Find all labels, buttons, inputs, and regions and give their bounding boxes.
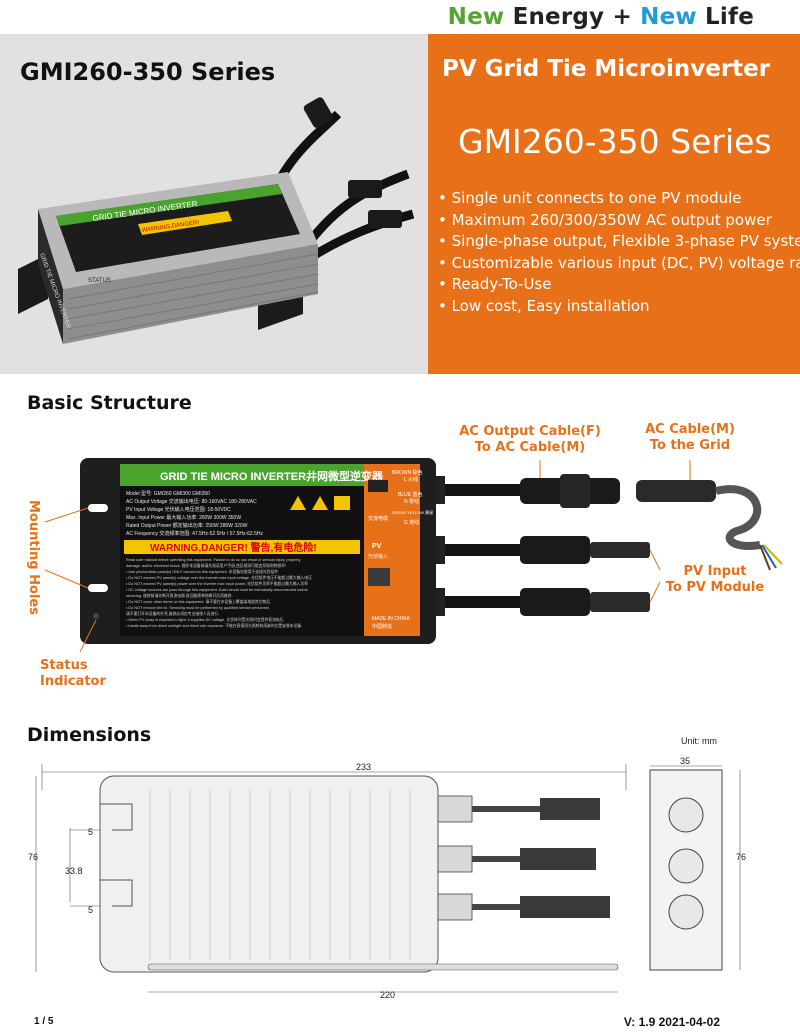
panel-n: N 零线 <box>404 498 419 505</box>
header-tagline: New Energy + New Life <box>448 4 754 30</box>
feature-list: Single unit connects to one PV module Ma… <box>438 188 800 318</box>
feature-item: Low cost, Easy installation <box>438 296 800 318</box>
panel-warn-line: Read user manual before operating this e… <box>126 558 301 562</box>
hero-model-name: GMI260-350 Series <box>458 122 772 161</box>
feature-item: Single-phase output, Flexible 3-phase PV… <box>438 231 800 253</box>
structure-title: Basic Structure <box>27 392 192 414</box>
panel-warn-line: • Do NOT exceed PV panel(s) voltage over… <box>126 575 312 580</box>
label-ac-output: AC Output Cable(F) To AC Cable(M) <box>450 424 610 456</box>
panel-ac-voltage: AC Output Voltage 交流输出电压: 80-160VAC 180-… <box>126 498 257 505</box>
dim-depth: 35 <box>680 756 690 766</box>
panel-pv-cn: 光伏输入 <box>368 553 388 560</box>
tagline-new-2: New <box>640 4 697 30</box>
product-photo: GRID TIE MICRO INVERTER WARNING,DANGER! … <box>18 97 415 344</box>
dim-length: 233 <box>356 762 371 772</box>
panel-warn-line: • Do NOT remove the lid. Servicing must … <box>126 606 270 610</box>
dim-height: 76 <box>28 852 38 862</box>
feature-item: Customizable various input (DC, PV) volt… <box>438 253 800 275</box>
feature-item: Ready-To-Use <box>438 274 800 296</box>
panel-ac-cn: 交流电缆 <box>368 515 388 522</box>
panel-blue: BLUE 蓝色 <box>398 491 422 498</box>
label-status-indicator: Status Indicator <box>40 658 106 689</box>
panel-warn-line: • DC voltage sources are pass through th… <box>126 588 308 592</box>
panel-warn-line: • Install away from direct sunlight and … <box>126 623 302 628</box>
tagline-life: Life <box>696 4 754 30</box>
panel-g: G 地线 <box>404 519 419 526</box>
label-pv-input: PV Input To PV Module <box>660 564 770 596</box>
feature-item: Maximum 260/300/350W AC output power <box>438 210 800 232</box>
label-ac-cable-line1: AC Cable(M) <box>645 422 735 437</box>
label-ac-output-line1: AC Output Cable(F) <box>459 424 601 439</box>
hero-right-title: PV Grid Tie Microinverter <box>442 56 771 82</box>
hero-right-panel: PV Grid Tie Microinverter GMI260-350 Ser… <box>428 34 800 374</box>
hero-left-title: GMI260-350 Series <box>20 58 276 86</box>
panel-max-power: Max. Input Power 最大输入功率: 260W 300W 350W <box>126 514 241 521</box>
panel-pv: PV <box>372 543 382 550</box>
feature-item: Single unit connects to one PV module <box>438 188 800 210</box>
product-status-label: STATUS <box>88 278 111 284</box>
label-ac-output-line2: To AC Cable(M) <box>474 440 586 455</box>
panel-made-in-china: MADE IN CHINA <box>372 616 410 622</box>
panel-model: Model 型号: GMI260 GMI300 GMI350 <box>126 490 210 497</box>
label-mounting-holes: Mounting Holes <box>26 500 41 615</box>
dim-spacing: 33.8 <box>65 866 83 876</box>
panel-warn-line: • When PV array is exposed to light, it … <box>126 617 285 622</box>
panel-title: GRID TIE MICRO INVERTER井网微型逆变器 <box>160 469 384 483</box>
panel-warn-line: • Do NOT cover other items on this equip… <box>126 599 271 604</box>
hero-left-panel: GMI260-350 Series <box>0 34 428 374</box>
unit-label: Unit: mm <box>681 736 717 746</box>
label-ac-cable-line2: To the Grid <box>649 438 731 453</box>
dim-height-right: 76 <box>736 852 746 862</box>
panel-frequency: AC Frequency 交流频率范围: 47.5Hz-52.5Hz / 57.… <box>126 530 263 537</box>
dim-hole-bottom: 5 <box>88 905 93 915</box>
panel-rated-power: Rated Output Power 额定输出功率: 250W 280W 320… <box>126 522 248 529</box>
panel-warning: WARNING,DANGER! 警告,有电危险! <box>150 541 317 554</box>
panel-pv-voltage: PV Input Voltage 光伏输入电压范围: 18-50VDC <box>126 506 231 513</box>
dimensions-svg: Unit: mm 233 <box>28 736 746 1000</box>
label-pv-input-line1: PV Input <box>683 564 747 579</box>
label-ac-cable: AC Cable(M) To the Grid <box>630 422 750 454</box>
page-number: 1 / 5 <box>34 1016 54 1027</box>
panel-l: L 火线 <box>404 476 418 483</box>
dim-hole-top: 5 <box>88 827 93 837</box>
label-pv-input-line2: To PV Module <box>665 580 765 595</box>
panel-warn-line: • Use photovoltaic panel(s) ONLY connect… <box>126 569 279 574</box>
panel-warn-line: • Do NOT exceed PV panel(s) power over t… <box>126 581 308 586</box>
tagline-energy: Energy + <box>504 4 641 30</box>
structure-svg: GRID TIE MICRO INVERTER井网微型逆变器 Model 型号:… <box>44 458 783 653</box>
dimensions-drawing: Unit: mm 233 <box>0 720 800 1020</box>
version-date: V: 1.9 2021-04-02 <box>623 1015 720 1029</box>
dimensions-title: Dimensions <box>27 724 152 746</box>
hero-banner: GMI260-350 Series <box>0 34 800 374</box>
tagline-new-1: New <box>447 4 505 30</box>
panel-made-cn: 中国制造 <box>372 623 392 630</box>
panel-warn-line: servicing. 维修前请先断开直流电源,各回路需单独断开后再维修. <box>126 593 233 598</box>
panel-warn-line: 请不要打开本设备的外壳,维修必须由专业维修人员进行. <box>126 611 219 616</box>
panel-warn-line: damage, and/or electrical shock. 操作本设备前请… <box>126 563 286 568</box>
dim-cable-length: 220 <box>380 990 395 1000</box>
panel-brown: BROWN 棕色 <box>392 469 423 476</box>
structure-diagram: AC Output Cable(F) To AC Cable(M) AC Cab… <box>0 420 800 689</box>
panel-green: GREEN YELLOW 黄绿 <box>392 509 433 515</box>
